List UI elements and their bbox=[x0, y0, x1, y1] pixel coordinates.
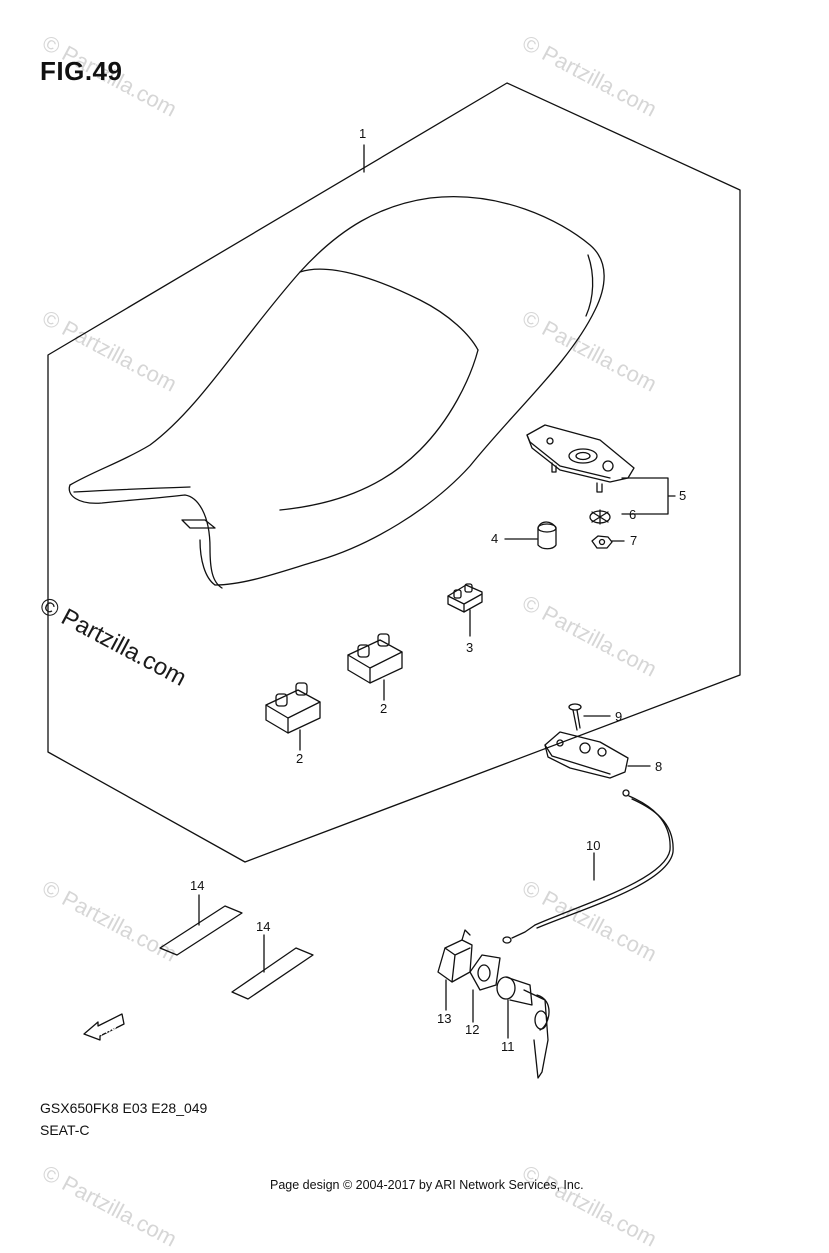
model-code: GSX650FK8 E03 E28_049 bbox=[40, 1100, 208, 1116]
washer-12-illustration bbox=[469, 954, 501, 991]
fwd-arrow-icon bbox=[83, 1013, 125, 1041]
figure-title: FIG.49 bbox=[40, 56, 123, 86]
callout-1: 1 bbox=[359, 126, 366, 141]
decal-14a-illustration bbox=[159, 905, 243, 956]
cushion-2b-illustration bbox=[265, 682, 321, 734]
callout-5: 5 bbox=[679, 488, 686, 503]
cushion-2a-illustration bbox=[347, 633, 403, 684]
seat-illustration bbox=[68, 196, 605, 589]
callout-11: 11 bbox=[501, 1039, 515, 1054]
callout-7: 7 bbox=[630, 533, 637, 548]
nut-7-illustration bbox=[591, 535, 613, 549]
callout-2: 2 bbox=[296, 751, 303, 766]
callout-14: 14 bbox=[190, 878, 204, 893]
callout-9: 9 bbox=[615, 709, 622, 724]
key-lock-11-illustration bbox=[496, 976, 550, 1079]
callout-8: 8 bbox=[655, 759, 662, 774]
assembly-boundary bbox=[47, 82, 741, 863]
callout-2: 2 bbox=[380, 701, 387, 716]
callout-13: 13 bbox=[437, 1011, 451, 1026]
seat-bracket-illustration bbox=[526, 424, 635, 493]
parts-diagram: 1 2 2 3 4 5 6 7 8 9 10 11 12 13 14 14 FW… bbox=[47, 82, 741, 1079]
screw-9-illustration bbox=[568, 703, 582, 731]
plate-13-illustration bbox=[437, 929, 473, 983]
seat-lock-8-illustration bbox=[544, 731, 629, 779]
cushion-4-illustration bbox=[537, 521, 557, 550]
callout-4: 4 bbox=[491, 531, 498, 546]
leader-line bbox=[621, 477, 676, 515]
section-name: SEAT-C bbox=[40, 1122, 90, 1138]
page-footer: Page design © 2004-2017 by ARI Network S… bbox=[270, 1178, 584, 1192]
cushion-6-illustration bbox=[589, 509, 611, 525]
callout-3: 3 bbox=[466, 640, 473, 655]
callout-6: 6 bbox=[629, 507, 636, 522]
callout-14: 14 bbox=[256, 919, 270, 934]
callout-10: 10 bbox=[586, 838, 600, 853]
cable-10-illustration bbox=[502, 789, 674, 944]
cushion-3-illustration bbox=[447, 583, 483, 613]
decal-14b-illustration bbox=[231, 947, 314, 1000]
callout-12: 12 bbox=[465, 1022, 479, 1037]
